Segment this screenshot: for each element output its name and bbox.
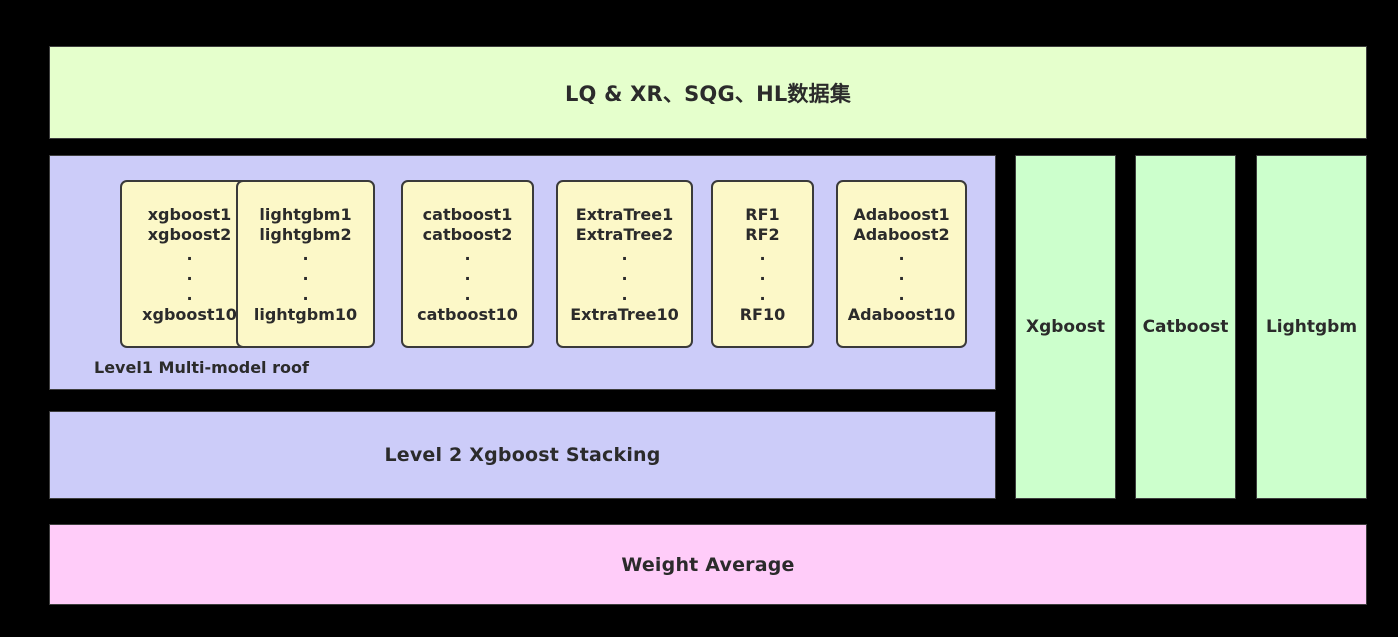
green-column-xgboost: Xgboost — [1015, 155, 1116, 499]
model-ellipsis-dot: . — [302, 245, 309, 264]
model-line: RF10 — [739, 305, 786, 324]
model-ellipsis-dot: . — [898, 245, 905, 264]
model-line: ExtraTree10 — [570, 305, 679, 324]
model-line: Adaboost1 — [853, 205, 950, 224]
model-ellipsis-dot: . — [186, 285, 193, 304]
model-ellipsis-dot: . — [621, 265, 628, 284]
model-line: RF2 — [745, 225, 780, 244]
model-line: RF1 — [745, 205, 780, 224]
model-ellipsis-dot: . — [302, 265, 309, 284]
model-line: Adaboost2 — [853, 225, 950, 244]
level1-panel: xgboost1 xgboost2 . . . xgboost10 lightg… — [49, 155, 996, 390]
model-ellipsis-dot: . — [302, 285, 309, 304]
model-line: xgboost10 — [142, 305, 237, 324]
model-ellipsis-dot: . — [759, 285, 766, 304]
model-line: Adaboost10 — [847, 305, 956, 324]
model-ellipsis-dot: . — [898, 265, 905, 284]
weight-average-label: Weight Average — [621, 553, 795, 576]
model-ellipsis-dot: . — [464, 285, 471, 304]
model-line: lightgbm2 — [259, 225, 352, 244]
model-ellipsis-dot: . — [759, 265, 766, 284]
model-box-catboost: catboost1 catboost2 . . . catboost10 — [401, 180, 534, 348]
model-line: ExtraTree2 — [575, 225, 674, 244]
model-ellipsis-dot: . — [898, 285, 905, 304]
model-ellipsis-dot: . — [186, 245, 193, 264]
model-box-adaboost: Adaboost1 Adaboost2 . . . Adaboost10 — [836, 180, 967, 348]
model-ellipsis-dot: . — [464, 245, 471, 264]
dataset-banner: LQ & XR、SQG、HL数据集 — [49, 46, 1367, 139]
weight-average-bar: Weight Average — [49, 524, 1367, 605]
model-line: xgboost2 — [147, 225, 232, 244]
model-line: catboost2 — [422, 225, 513, 244]
model-line: xgboost1 — [147, 205, 232, 224]
model-ellipsis-dot: . — [759, 245, 766, 264]
model-line: catboost1 — [422, 205, 513, 224]
green-column-label: Xgboost — [1025, 317, 1106, 337]
model-ellipsis-dot: . — [186, 265, 193, 284]
level2-stacking-bar: Level 2 Xgboost Stacking — [49, 411, 996, 499]
green-column-label: Lightgbm — [1265, 317, 1358, 337]
green-column-label: Catboost — [1142, 317, 1229, 337]
green-column-lightgbm: Lightgbm — [1256, 155, 1367, 499]
model-line: lightgbm1 — [259, 205, 352, 224]
model-line: lightgbm10 — [253, 305, 358, 324]
level1-panel-label: Level1 Multi-model roof — [94, 358, 309, 377]
dataset-banner-label: LQ & XR、SQG、HL数据集 — [564, 81, 852, 106]
model-box-extratree: ExtraTree1 ExtraTree2 . . . ExtraTree10 — [556, 180, 693, 348]
model-ellipsis-dot: . — [621, 245, 628, 264]
model-box-xgboost: xgboost1 xgboost2 . . . xgboost10 — [120, 180, 259, 348]
level2-stacking-label: Level 2 Xgboost Stacking — [384, 444, 661, 466]
model-box-rf: RF1 RF2 . . . RF10 — [711, 180, 814, 348]
model-ellipsis-dot: . — [464, 265, 471, 284]
green-column-catboost: Catboost — [1135, 155, 1236, 499]
model-line: ExtraTree1 — [575, 205, 674, 224]
model-line: catboost10 — [417, 305, 518, 324]
model-box-lightgbm: lightgbm1 lightgbm2 . . . lightgbm10 — [236, 180, 375, 348]
model-ellipsis-dot: . — [621, 285, 628, 304]
